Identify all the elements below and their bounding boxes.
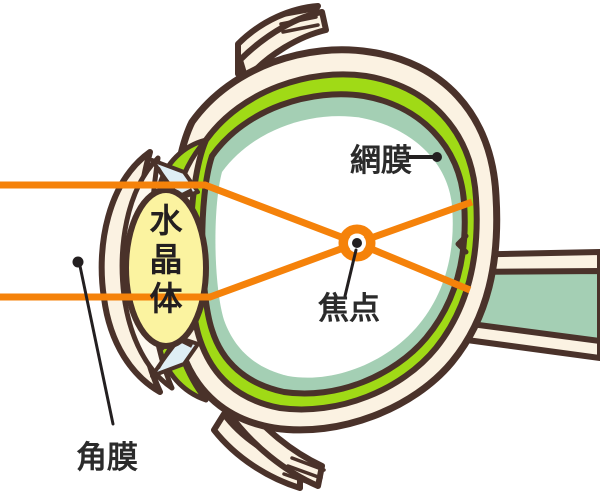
cornea-leader-line — [78, 264, 115, 426]
inferior-muscle-striations — [282, 456, 326, 488]
eye-globe-group — [167, 46, 501, 434]
lower-light-ray — [0, 239, 472, 301]
focal-point-label: 焦点 — [318, 291, 380, 327]
focal-point-ring — [338, 224, 376, 262]
superior-muscle-striations — [277, 8, 320, 34]
retina-label: 網膜 — [350, 143, 412, 179]
lens-label-char-1: 水 — [150, 201, 184, 240]
lens-group — [123, 187, 209, 349]
text-labels-group: 網膜 焦点 角膜 水 晶 体 — [76, 143, 412, 476]
lens-label-char-3: 体 — [150, 279, 183, 318]
light-rays-group — [0, 181, 474, 301]
cornea-leader-dot — [72, 256, 84, 268]
macula-notch — [455, 233, 469, 255]
cornea-label: 角膜 — [76, 440, 138, 476]
crystalline-lens — [123, 187, 209, 349]
leader-lines-group — [72, 152, 442, 426]
retina-leader-dot — [432, 152, 442, 162]
upper-light-ray — [0, 181, 474, 247]
focal-point-leader-line — [343, 248, 358, 298]
focal-point-dot — [352, 238, 362, 248]
lens-label-group: 水 晶 体 — [150, 201, 184, 318]
lens-label-char-2: 晶 — [150, 240, 183, 279]
vitreous-chamber — [215, 116, 453, 378]
focal-point-marker-group — [338, 224, 376, 262]
